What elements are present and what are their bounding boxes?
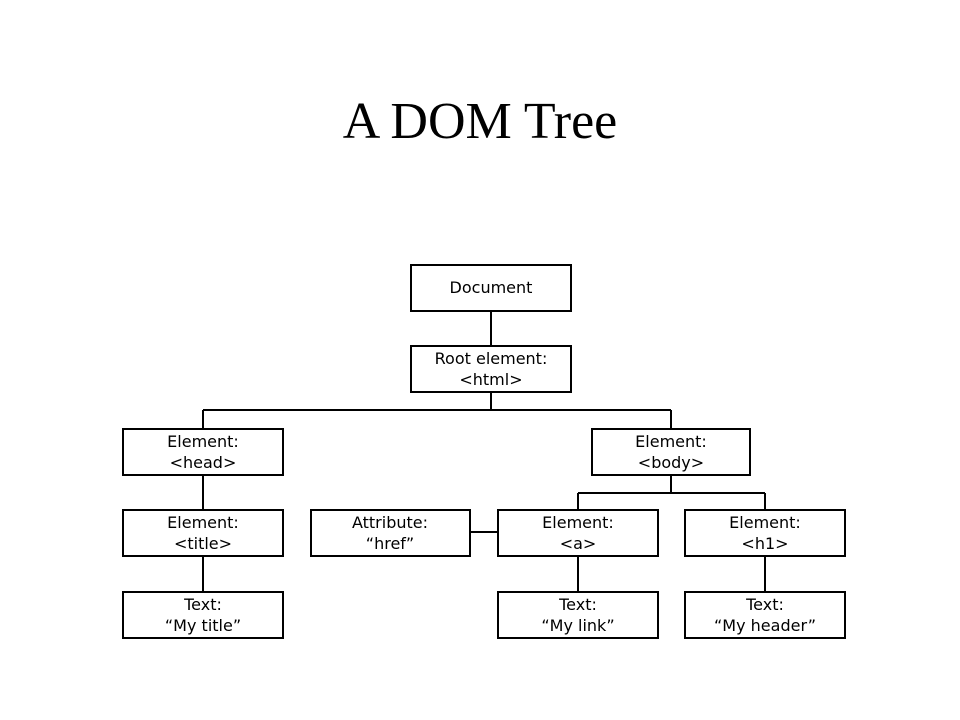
node-title-text: Text: “My title” xyxy=(122,591,284,639)
node-head-tag: <head> xyxy=(170,453,237,472)
node-h1: Element: <h1> xyxy=(684,509,846,557)
node-head: Element: <head> xyxy=(122,428,284,476)
node-link-text-label: Text: xyxy=(558,595,597,614)
node-title-label: Element: xyxy=(167,513,239,532)
node-title-text-value: “My title” xyxy=(165,616,241,635)
node-title-tag: <title> xyxy=(174,534,232,553)
node-document: Document xyxy=(410,264,572,312)
node-attribute-label: Attribute: xyxy=(352,513,428,532)
node-document-label: Document xyxy=(450,278,533,297)
tree-connectors xyxy=(202,311,766,592)
node-title: Element: <title> xyxy=(122,509,284,557)
node-head-label: Element: xyxy=(167,432,239,451)
node-link-text: Text: “My link” xyxy=(497,591,659,639)
node-h1-tag: <h1> xyxy=(741,534,788,553)
node-attribute: Attribute: “href” xyxy=(310,509,471,557)
slide-title: A DOM Tree xyxy=(342,93,618,150)
node-header-text-label: Text: xyxy=(745,595,784,614)
node-header-text: Text: “My header” xyxy=(684,591,846,639)
node-link-text-value: “My link” xyxy=(541,616,614,635)
node-h1-label: Element: xyxy=(729,513,801,532)
node-root-element-label: Root element: xyxy=(435,349,548,368)
node-body: Element: <body> xyxy=(591,428,751,476)
node-a-label: Element: xyxy=(542,513,614,532)
node-title-text-label: Text: xyxy=(183,595,222,614)
node-header-text-value: “My header” xyxy=(714,616,816,635)
node-attribute-value: “href” xyxy=(366,534,414,553)
node-body-label: Element: xyxy=(635,432,707,451)
node-a-tag: <a> xyxy=(560,534,597,553)
node-a: Element: <a> xyxy=(497,509,659,557)
node-root-element: Root element: <html> xyxy=(410,345,572,393)
node-root-element-tag: <html> xyxy=(459,370,522,389)
node-body-tag: <body> xyxy=(638,453,704,472)
